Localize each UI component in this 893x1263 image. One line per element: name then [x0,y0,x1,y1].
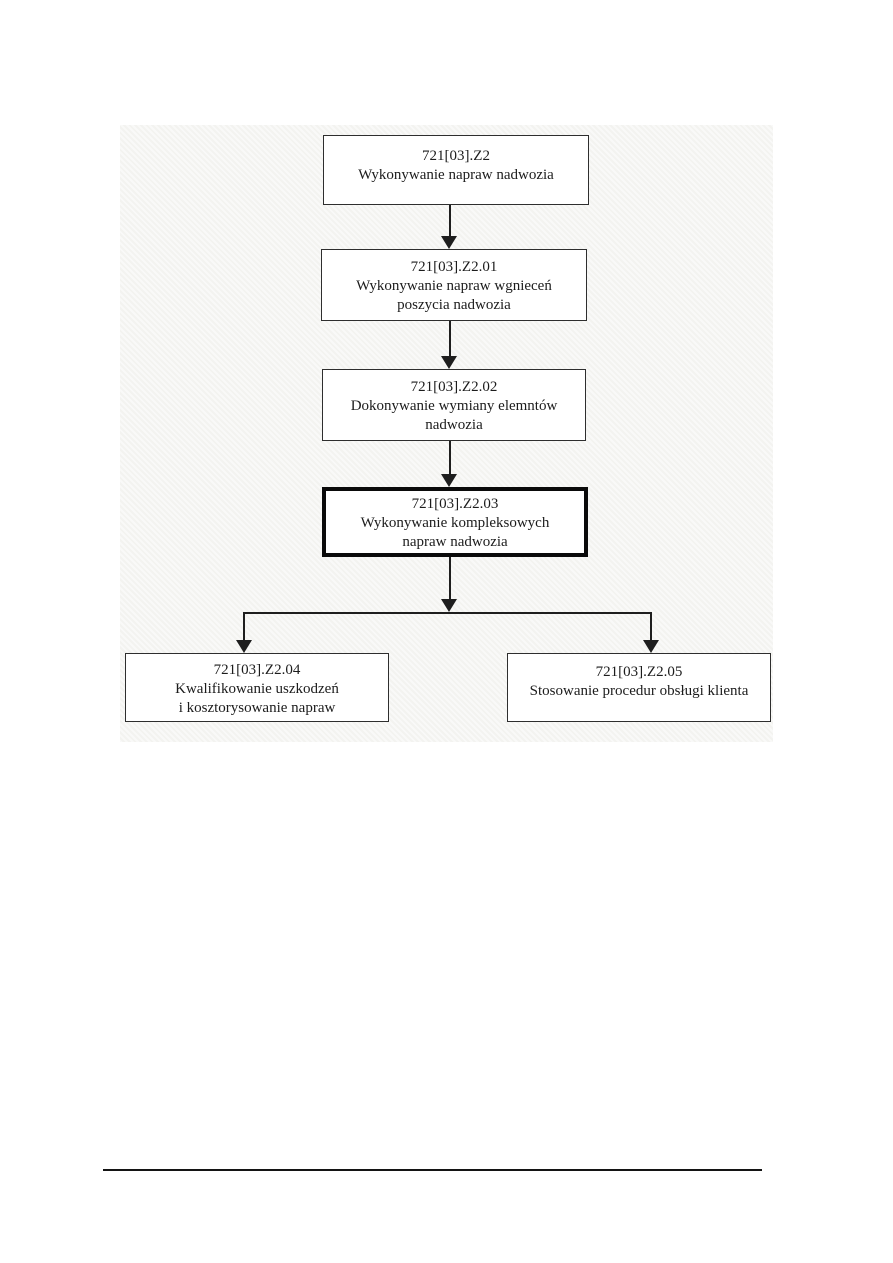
node-code: 721[03].Z2.02 [410,379,498,395]
node-label: Wykonywanie napraw nadwozia [358,167,554,183]
node-code: 721[03].Z2.01 [410,259,498,275]
flowchart-node-z2-04: 721[03].Z2.04 Kwalifikowanie uszkodzeń i… [125,653,389,722]
node-label: Kwalifikowanie uszkodzeń i kosztorysowan… [175,681,339,716]
flowchart-node-z2-03-highlighted: 721[03].Z2.03 Wykonywanie kompleksowych … [322,487,588,557]
arrow-down-icon [441,356,457,369]
node-label: Dokonywanie wymiany elemntów nadwozia [350,398,558,433]
branch-connector-line [244,612,652,614]
connector-line [449,557,451,600]
flowchart-node-z2-01: 721[03].Z2.01 Wykonywanie napraw wgniece… [321,249,587,321]
arrow-down-icon [236,640,252,653]
node-code: 721[03].Z2.05 [595,664,683,680]
node-label: Wykonywanie napraw wgnieceń poszycia nad… [356,278,552,313]
flowchart-node-z2: 721[03].Z2 Wykonywanie napraw nadwozia [323,135,589,205]
arrow-down-icon [643,640,659,653]
footer-divider [103,1169,762,1171]
node-code: 721[03].Z2 [422,148,490,164]
connector-line [650,612,652,641]
node-code: 721[03].Z2.03 [411,496,499,512]
node-code: 721[03].Z2.04 [213,662,301,678]
node-label: Stosowanie procedur obsługi klienta [529,683,749,699]
arrow-down-icon [441,599,457,612]
connector-line [243,612,245,641]
arrow-down-icon [441,236,457,249]
node-label: Wykonywanie kompleksowych napraw nadwozi… [360,515,550,550]
flowchart-node-z2-05: 721[03].Z2.05 Stosowanie procedur obsług… [507,653,771,722]
flowchart-node-z2-02: 721[03].Z2.02 Dokonywanie wymiany elemnt… [322,369,586,441]
arrow-down-icon [441,474,457,487]
connector-line [449,205,451,237]
connector-line [449,321,451,357]
connector-line [449,441,451,475]
